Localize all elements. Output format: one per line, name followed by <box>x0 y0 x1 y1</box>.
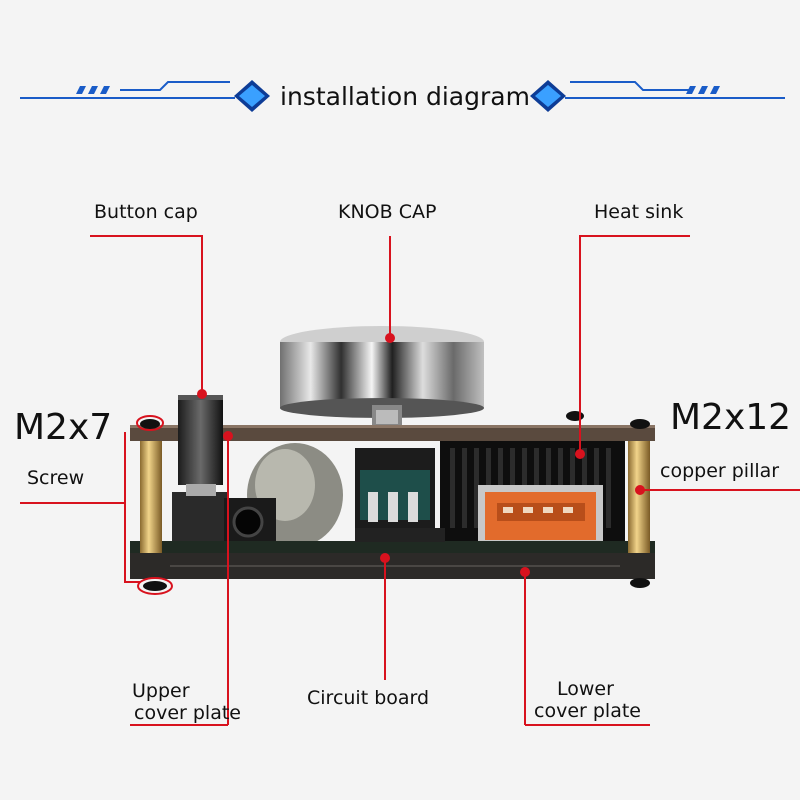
diamond-left-icon <box>234 80 270 112</box>
copper-pillar-right <box>628 441 650 553</box>
label-knob-cap: KNOB CAP <box>338 201 437 223</box>
label-copper-pillar: copper pillar <box>660 460 780 482</box>
label-screw: Screw <box>27 467 85 489</box>
upper-cover-plate <box>130 425 655 441</box>
page-title: installation diagram <box>280 82 530 111</box>
circuit-board <box>130 541 655 553</box>
usb-port <box>478 485 603 547</box>
label-lower-cover-line1: Lower <box>557 678 614 700</box>
label-m2x7: M2x7 <box>14 407 113 448</box>
header-decoration <box>20 80 785 112</box>
screw-bottom-highlight <box>137 577 173 595</box>
knob-cap <box>280 326 484 427</box>
label-upper-cover-line2: cover plate <box>134 702 241 724</box>
diamond-right-icon <box>530 80 566 112</box>
label-button-cap: Button cap <box>94 201 198 223</box>
label-circuit-board: Circuit board <box>307 687 430 709</box>
label-heat-sink: Heat sink <box>594 201 684 223</box>
screw-top-highlight <box>136 415 164 431</box>
label-m2x12: M2x12 <box>670 397 792 438</box>
button-cap-shape <box>178 395 223 496</box>
copper-pillar-left <box>140 441 162 553</box>
label-upper-cover-line1: Upper <box>132 680 190 702</box>
label-lower-cover-line2: cover plate <box>534 700 641 722</box>
